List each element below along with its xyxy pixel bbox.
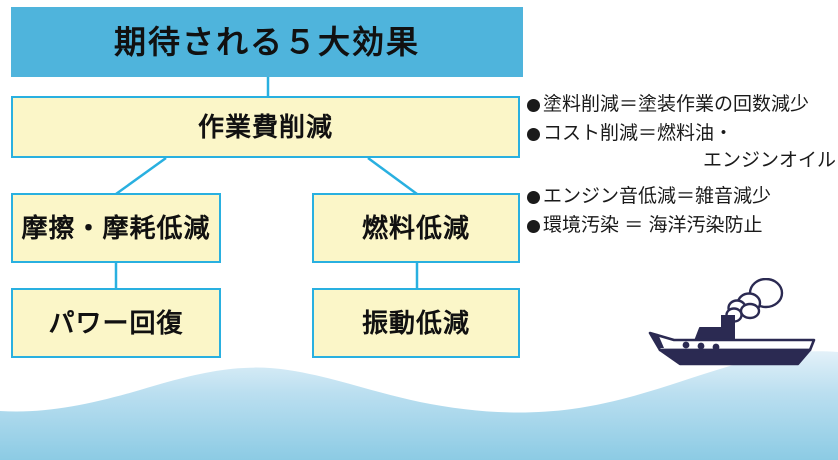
list-item-line: 環境汚染 ＝ 海洋汚染防止 — [543, 214, 763, 236]
list-item: エンジン音低減＝雑音減少 — [527, 184, 838, 211]
bullet-dot-icon — [527, 190, 540, 204]
node-box-power: パワー回復 — [11, 288, 221, 358]
effects-bullet-list: 塗料削減＝塗装作業の回数減少 コスト削減＝燃料油・ エンジンオイル エンジン音低… — [527, 92, 838, 242]
bullet-dot-icon — [527, 219, 540, 233]
hull-bottom — [658, 348, 812, 366]
node-label-friction: 摩擦・摩耗低減 — [21, 213, 211, 243]
node-box-friction: 摩擦・摩耗低減 — [11, 193, 221, 263]
list-item: コスト削減＝燃料油・ エンジンオイル — [527, 121, 838, 175]
node-label-vibration: 振動低減 — [361, 308, 470, 338]
node-box-root: 作業費削減 — [11, 96, 520, 158]
list-item-body: 塗料削減＝塗装作業の回数減少 — [543, 92, 838, 119]
node-box-fuel: 燃料低減 — [312, 193, 520, 263]
bow — [650, 333, 664, 348]
connector-root-to-friction — [115, 156, 167, 196]
smoke-puffs-icon — [725, 278, 784, 323]
list-item: 環境汚染 ＝ 海洋汚染防止 — [527, 213, 838, 240]
bullet-dot-icon — [527, 127, 540, 141]
list-item-body: エンジン音低減＝雑音減少 — [543, 184, 838, 211]
page-title: 期待される５大効果 — [113, 24, 420, 60]
list-item: 塗料削減＝塗装作業の回数減少 — [527, 92, 838, 119]
node-label-root: 作業費削減 — [197, 112, 333, 142]
fishing-boat-illustration — [648, 278, 816, 366]
node-label-power: パワー回復 — [48, 308, 184, 338]
connector-root-to-fuel — [367, 156, 418, 196]
list-item-line-continued: エンジンオイル — [702, 149, 836, 171]
node-box-vibration: 振動低減 — [312, 288, 520, 358]
list-item-line: 塗料削減＝塗装作業の回数減少 — [543, 94, 810, 115]
node-label-fuel: 燃料低減 — [361, 213, 470, 243]
bullet-dot-icon — [527, 99, 540, 112]
list-item-body: 環境汚染 ＝ 海洋汚染防止 — [543, 213, 838, 240]
portholes-icon — [682, 341, 720, 351]
list-item-body: コスト削減＝燃料油・ エンジンオイル — [543, 121, 838, 175]
list-item-line: コスト削減＝燃料油・ — [543, 122, 734, 144]
list-item-line: エンジン音低減＝雑音減少 — [543, 185, 772, 207]
diagram-title-banner: 期待される５大効果 — [11, 7, 523, 77]
